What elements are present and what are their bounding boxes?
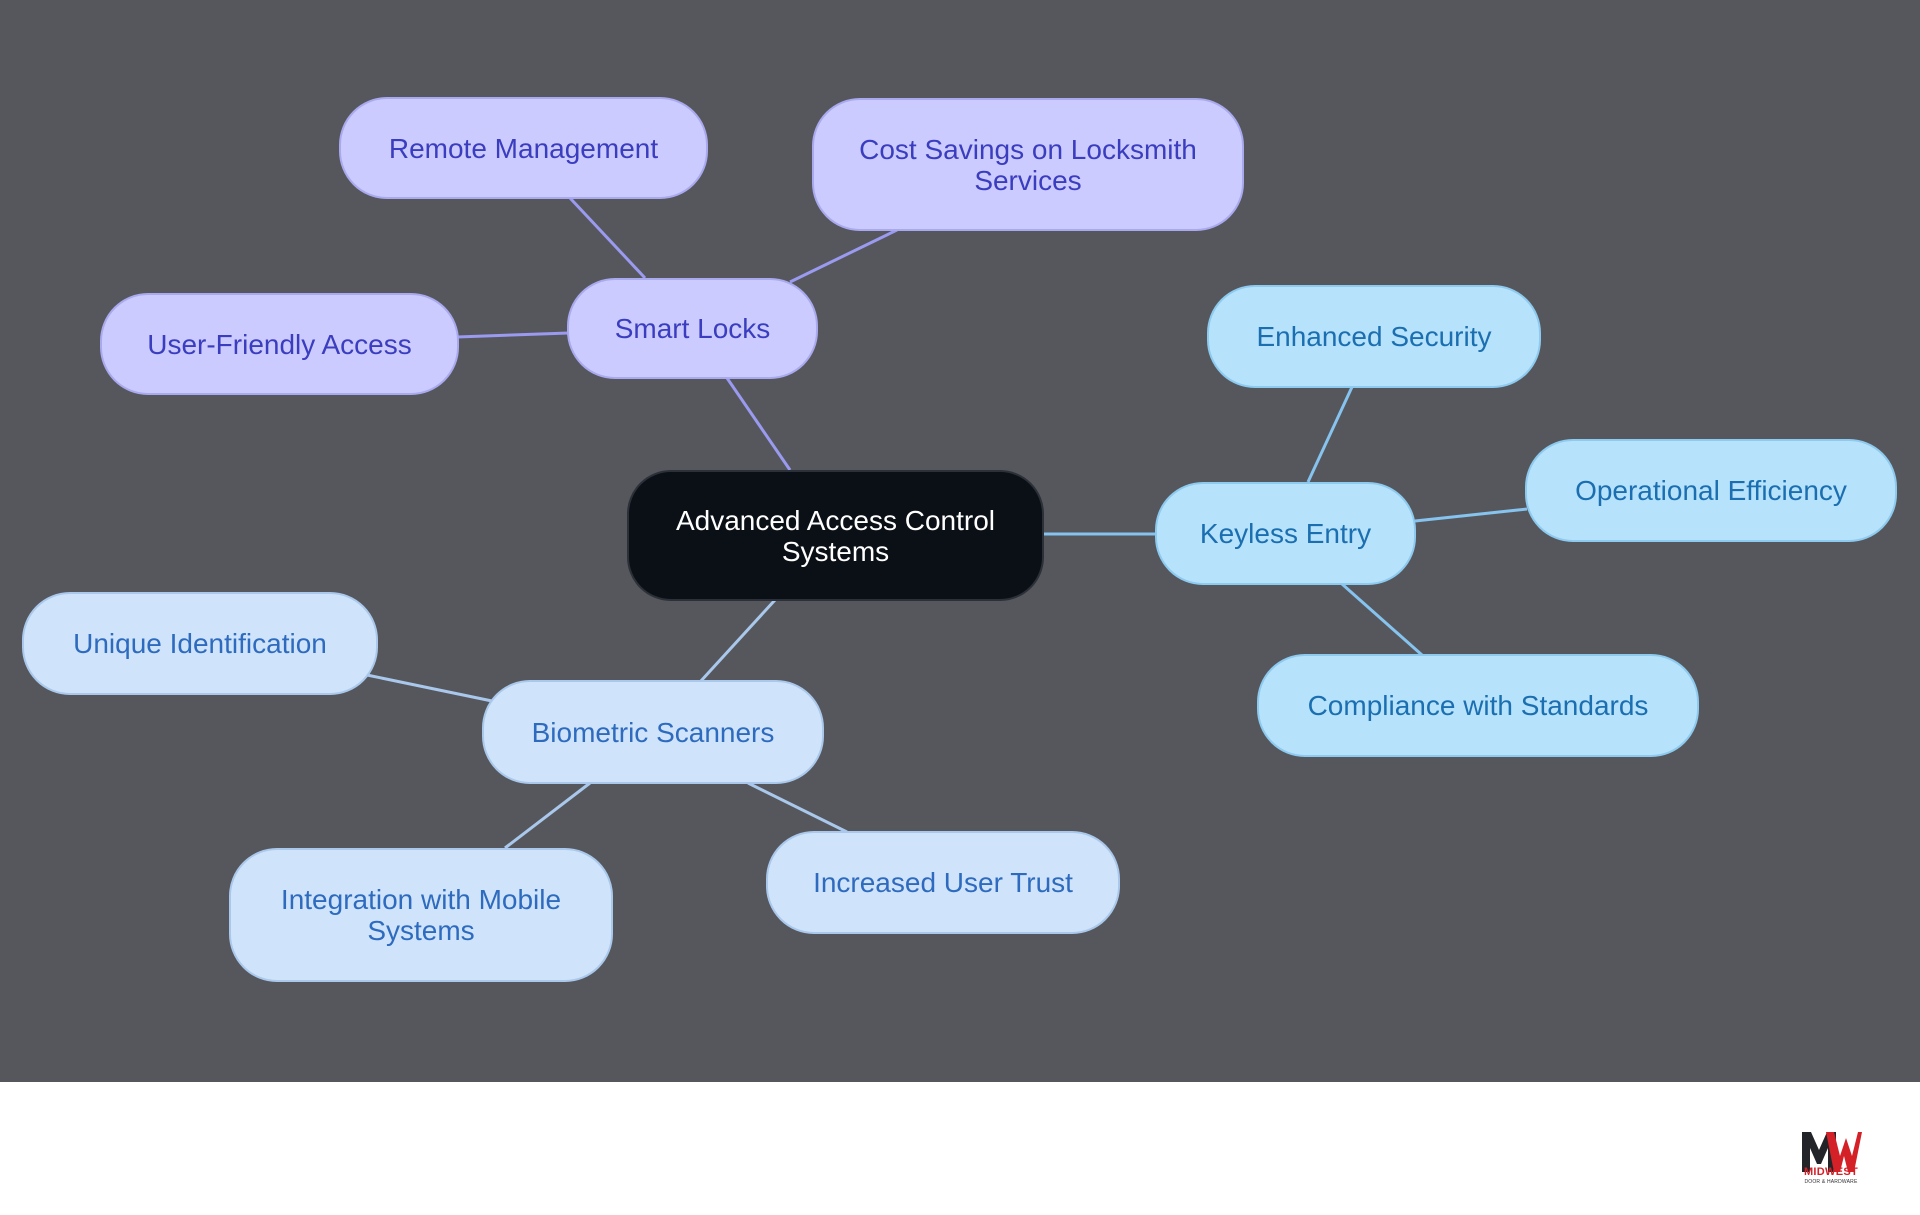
node-enhanced-security: Enhanced Security [1207,285,1541,388]
node-root-label: Advanced Access Control Systems [675,504,996,567]
node-integration-mobile-systems-label: Integration with Mobile Systems [280,884,562,946]
edge-biometric-integration [504,781,591,850]
edge-root-smart-locks [725,377,792,471]
node-keyless-entry-label: Keyless Entry [1199,518,1372,549]
node-enhanced-security-label: Enhanced Security [1256,321,1492,352]
edge-biometric-unique-identification [366,673,493,703]
edge-biometric-increased-trust [747,781,848,834]
midwest-logo-icon [1802,1132,1862,1172]
node-smart-locks-label: Smart Locks [614,313,771,344]
edge-keyless-enhanced-security [1306,386,1354,483]
logo-name: MIDWEST [1803,1166,1859,1178]
node-operational-efficiency: Operational Efficiency [1525,439,1897,542]
node-compliance-with-standards-label: Compliance with Standards [1307,690,1649,721]
edge-smart-locks-cost-savings [789,228,898,284]
node-remote-management: Remote Management [339,97,708,199]
node-unique-identification-label: Unique Identification [73,628,327,659]
node-cost-savings: Cost Savings on Locksmith Services [812,98,1244,231]
node-user-friendly-access: User-Friendly Access [100,293,459,395]
edge-keyless-compliance [1341,582,1423,657]
node-unique-identification: Unique Identification [22,592,378,695]
node-operational-efficiency-label: Operational Efficiency [1575,475,1847,506]
node-keyless-entry: Keyless Entry [1155,482,1416,585]
edge-smart-locks-user-friendly [456,331,570,339]
node-integration-mobile-systems: Integration with Mobile Systems [229,848,613,982]
edge-keyless-operational-efficiency [1414,507,1528,523]
node-increased-user-trust: Increased User Trust [766,831,1120,934]
edge-smart-locks-remote-management [568,196,647,280]
node-remote-management-label: Remote Management [388,132,659,164]
node-biometric-scanners: Biometric Scanners [482,680,824,784]
edge-root-biometric [698,598,777,684]
logo-tagline: DOOR & HARDWARE [1804,1179,1858,1185]
footer-band [0,1082,1920,1215]
node-increased-user-trust-label: Increased User Trust [813,867,1073,898]
mindmap-canvas: Advanced Access Control Systems Smart Lo… [0,0,1920,1082]
node-compliance-with-standards: Compliance with Standards [1257,654,1699,757]
node-smart-locks: Smart Locks [567,278,818,379]
node-root: Advanced Access Control Systems [627,470,1044,601]
node-cost-savings-label: Cost Savings on Locksmith Services [859,133,1197,196]
node-user-friendly-access-label: User-Friendly Access [147,328,412,360]
node-biometric-scanners-label: Biometric Scanners [531,716,775,748]
mindmap-edges [366,196,1528,850]
